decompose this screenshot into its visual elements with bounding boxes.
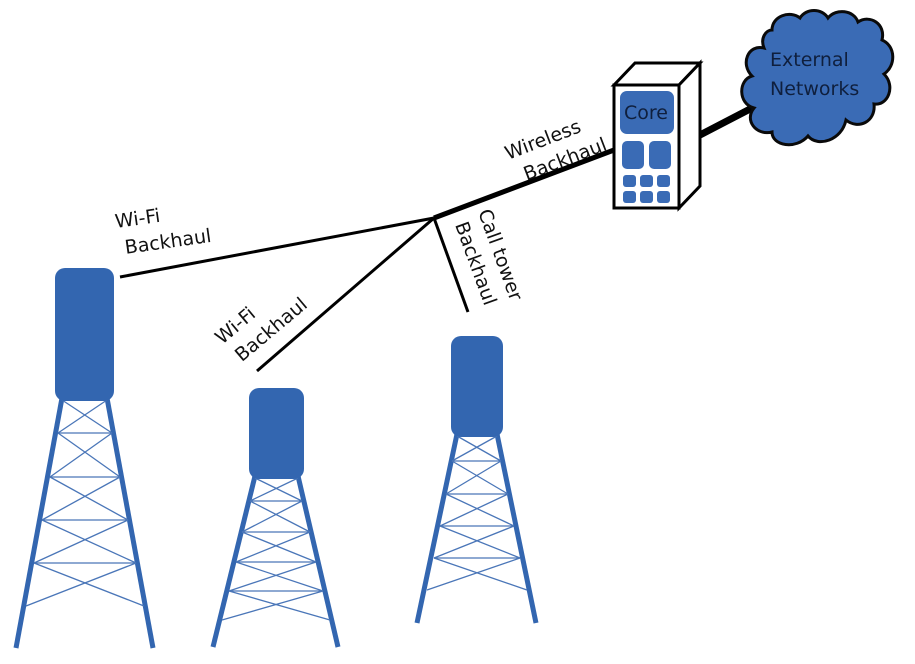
tower-left	[13, 268, 156, 649]
cloud-icon	[740, 9, 895, 147]
external-networks-label-line2: Networks	[770, 78, 859, 100]
cell-tower-icon	[414, 336, 539, 624]
external-networks: External Networks	[740, 9, 895, 147]
links	[119, 104, 754, 373]
cell-tower-icon	[13, 268, 156, 649]
tower-right	[414, 336, 539, 624]
server-icon	[610, 59, 704, 212]
link-call-tower-backhaul	[432, 217, 470, 313]
external-networks-label-line1: External	[770, 49, 849, 71]
wifi-backhaul-left-label: Wi-Fi Backhaul	[114, 205, 213, 259]
core-label: Core	[624, 102, 668, 124]
link-wifi-backhaul-middle	[256, 216, 435, 373]
cell-tower-icon	[210, 388, 341, 648]
link-wifi-backhaul-left	[119, 216, 435, 279]
link-wireless-backhaul	[433, 147, 615, 221]
wifi-backhaul-left-label-line1: Wi-Fi	[114, 205, 162, 233]
core-server: Core	[610, 59, 704, 212]
wireless-backhaul-label: Wireless Backhaul	[502, 116, 610, 186]
tower-middle	[210, 388, 341, 648]
link-core-external	[698, 104, 754, 139]
wifi-backhaul-middle-label: Wi-Fi Backhaul	[211, 293, 312, 366]
call-tower-backhaul-label: Call tower Backhaul	[450, 206, 527, 308]
